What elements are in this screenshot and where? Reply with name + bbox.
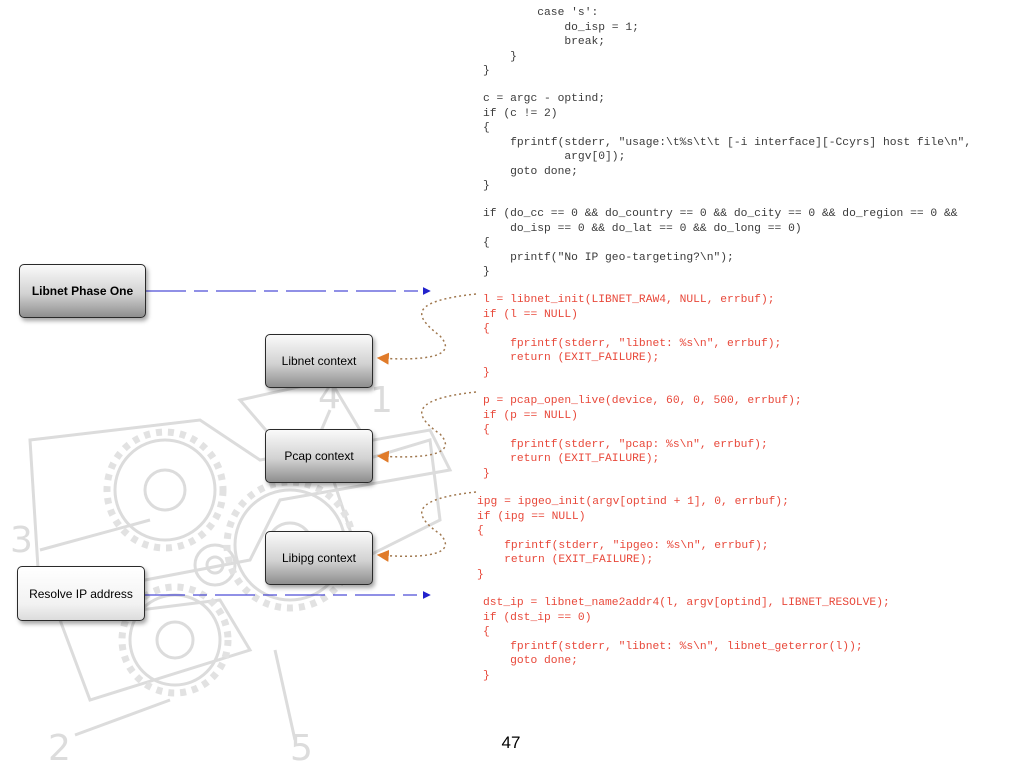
code-geo-check: if (do_cc == 0 && do_country == 0 && do_… xyxy=(483,208,958,278)
page-number: 47 xyxy=(501,733,521,752)
watermark-number-5: 5 xyxy=(290,728,313,768)
libipg-context-curve xyxy=(376,491,477,562)
code-ipgeo-init: ipg = ipgeo_init(argv[optind + 1], 0, er… xyxy=(477,496,789,581)
watermark-number-1: 1 xyxy=(370,380,393,421)
code-argc-check: c = argc - optind; if (c != 2) { fprintf… xyxy=(483,93,972,192)
pcap-context-box: Pcap context xyxy=(265,429,373,483)
code-pcap-open: p = pcap_open_live(device, 60, 0, 500, e… xyxy=(483,395,802,480)
watermark-number-3: 3 xyxy=(10,520,33,561)
resolve-ip-address-box: Resolve IP address xyxy=(17,566,145,621)
libnet-context-box: Libnet context xyxy=(265,334,373,388)
libnet-context-curve xyxy=(376,293,477,365)
code-switch-tail: case 's': do_isp = 1; break; } } xyxy=(483,7,639,77)
code-name2addr: dst_ip = libnet_name2addr4(l, argv[optin… xyxy=(483,597,890,682)
watermark-number-2: 2 xyxy=(48,728,71,768)
pcap-context-curve xyxy=(376,391,477,463)
libnet-phase-one-box: Libnet Phase One xyxy=(19,264,146,318)
code-libnet-init: l = libnet_init(LIBNET_RAW4, NULL, errbu… xyxy=(483,294,782,379)
libipg-context-box: Libipg context xyxy=(265,531,373,585)
